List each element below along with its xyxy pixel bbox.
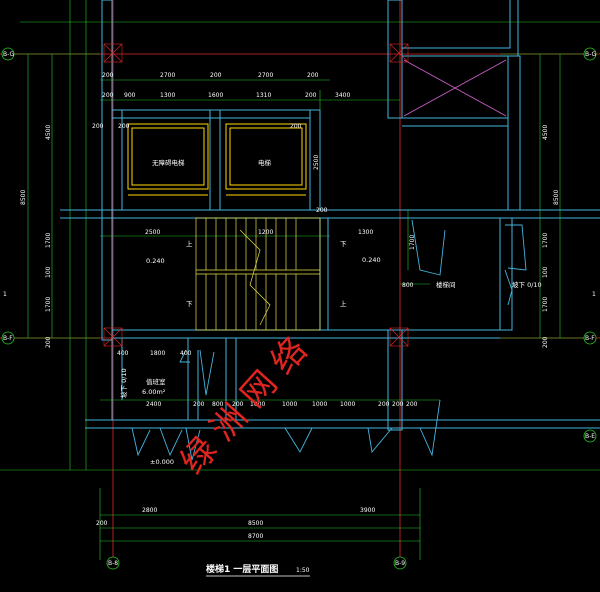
dim-lower-8: 200 xyxy=(378,401,390,408)
dim-lower-0: 2400 xyxy=(146,401,161,408)
dim-bottom-0: 2800 xyxy=(142,507,157,514)
dim-top2-1: 900 xyxy=(124,92,136,99)
dim-lower-9: 200 xyxy=(392,401,404,408)
stair-up2-label: 上 xyxy=(340,299,347,308)
dim-mid-1: 1200 xyxy=(258,229,273,236)
dim-lower-3: 200 xyxy=(232,401,244,408)
axis-label-right-mid: B-F xyxy=(585,335,595,342)
floor-level-label: ±0.000 xyxy=(150,458,174,466)
stair-down2-label: 下 xyxy=(186,300,193,308)
dim-mid-0: 2500 xyxy=(145,229,160,236)
axis-label-left-mid: B-F xyxy=(3,335,13,342)
dim-lower-small-1: 1800 xyxy=(150,350,165,357)
dim-mid-3: 1700 xyxy=(409,235,416,250)
dim-right-0: 4500 xyxy=(542,125,549,140)
dim-small-3: 200 xyxy=(316,207,328,214)
drawing-title: 楼梯1 一层平面图 xyxy=(206,563,278,575)
axis-label-bottom-left: B-8 xyxy=(108,560,118,567)
dim-small-4: 800 xyxy=(402,282,414,289)
dim-small-1: 200 xyxy=(118,123,130,130)
dim-lower-5: 1000 xyxy=(282,401,297,408)
axis-label-left-low: 1 xyxy=(3,291,7,298)
ramp-right-label: 坡下 0/10 xyxy=(512,280,542,289)
stair-treads xyxy=(195,217,321,331)
dimension-lines xyxy=(0,0,600,560)
room-area-duty: 6.00m² xyxy=(142,388,166,396)
door-swings xyxy=(131,219,527,461)
dim-lower-7: 1000 xyxy=(340,401,355,408)
dim-top2-2: 1300 xyxy=(160,92,175,99)
dim-right-2: 1700 xyxy=(542,233,549,248)
dim-left-4: 1700 xyxy=(45,297,52,312)
room-label-duty: 值班室 xyxy=(146,377,166,386)
axis-label-right-top: B-G xyxy=(585,51,597,58)
stair-down-label: 下 xyxy=(340,240,347,248)
dim-lower-1: 200 xyxy=(193,401,205,408)
axis-grid-lines xyxy=(0,0,600,560)
drawing-scale: 1:50 xyxy=(296,567,310,574)
dim-right-1: 8500 xyxy=(553,190,560,205)
dim-lower-small-2: 400 xyxy=(180,350,192,357)
dim-top2-3: 1600 xyxy=(208,92,223,99)
elevator-shafts xyxy=(127,123,307,196)
dim-bottom-4: 8700 xyxy=(248,533,263,540)
dim-elevator-height: 2500 xyxy=(313,155,320,170)
dim-top-4: 200 xyxy=(307,72,319,79)
walls xyxy=(60,0,600,431)
axis-label-right-extra: B-E xyxy=(585,433,595,440)
dim-top2-5: 200 xyxy=(305,92,317,99)
axis-label-bottom-right: B-9 xyxy=(395,560,405,567)
dim-lower-2: 800 xyxy=(212,401,224,408)
room-label-accessible-elevator: 无障碍电梯 xyxy=(152,158,185,167)
dim-small-2: 200 xyxy=(290,123,302,130)
dim-lower-6: 1000 xyxy=(312,401,327,408)
dim-mid-2: 1300 xyxy=(358,229,373,236)
dim-bottom-3: 200 xyxy=(96,520,108,527)
dim-lower-small-0: 400 xyxy=(117,350,129,357)
dim-top2-6: 3400 xyxy=(335,92,350,99)
dim-left-2: 1700 xyxy=(45,233,52,248)
dim-left-0: 4500 xyxy=(45,125,52,140)
dim-lower-10: 200 xyxy=(406,401,418,408)
stair-up-label: 上 xyxy=(186,239,193,248)
dim-top2-0: 200 xyxy=(102,92,114,99)
dim-top2-4: 1310 xyxy=(256,92,271,99)
axis-label-left-top: B-G xyxy=(3,51,15,58)
dim-bottom-1: 3900 xyxy=(360,507,375,514)
dim-bottom-2: 8500 xyxy=(248,520,263,527)
landing-level-left: 0.240 xyxy=(146,257,165,265)
dim-left-3: 100 xyxy=(45,266,52,278)
axis-label-right-low: 1 xyxy=(592,291,596,298)
dim-small-0: 200 xyxy=(92,123,104,130)
axis-bubbles xyxy=(1,47,597,570)
dim-right-4: 1700 xyxy=(542,297,549,312)
dim-right-5: 200 xyxy=(542,336,549,348)
dim-top-1: 2700 xyxy=(160,72,175,79)
landing-level-right: 0.240 xyxy=(362,256,381,264)
dim-lower-4: 1000 xyxy=(250,401,265,408)
shaft-cross xyxy=(403,59,507,117)
ramp-left-label: 坡下 0/10 xyxy=(119,368,128,398)
column-markers xyxy=(103,43,409,347)
dim-left-5: 200 xyxy=(45,336,52,348)
dim-right-3: 100 xyxy=(542,266,549,278)
dim-top-2: 200 xyxy=(210,72,222,79)
dim-left-1: 8500 xyxy=(20,190,27,205)
dim-top-0: 200 xyxy=(102,72,114,79)
dim-top-3: 2700 xyxy=(258,72,273,79)
room-label-stair: 楼梯间 xyxy=(436,280,456,289)
room-label-elevator: 电梯 xyxy=(258,158,272,167)
